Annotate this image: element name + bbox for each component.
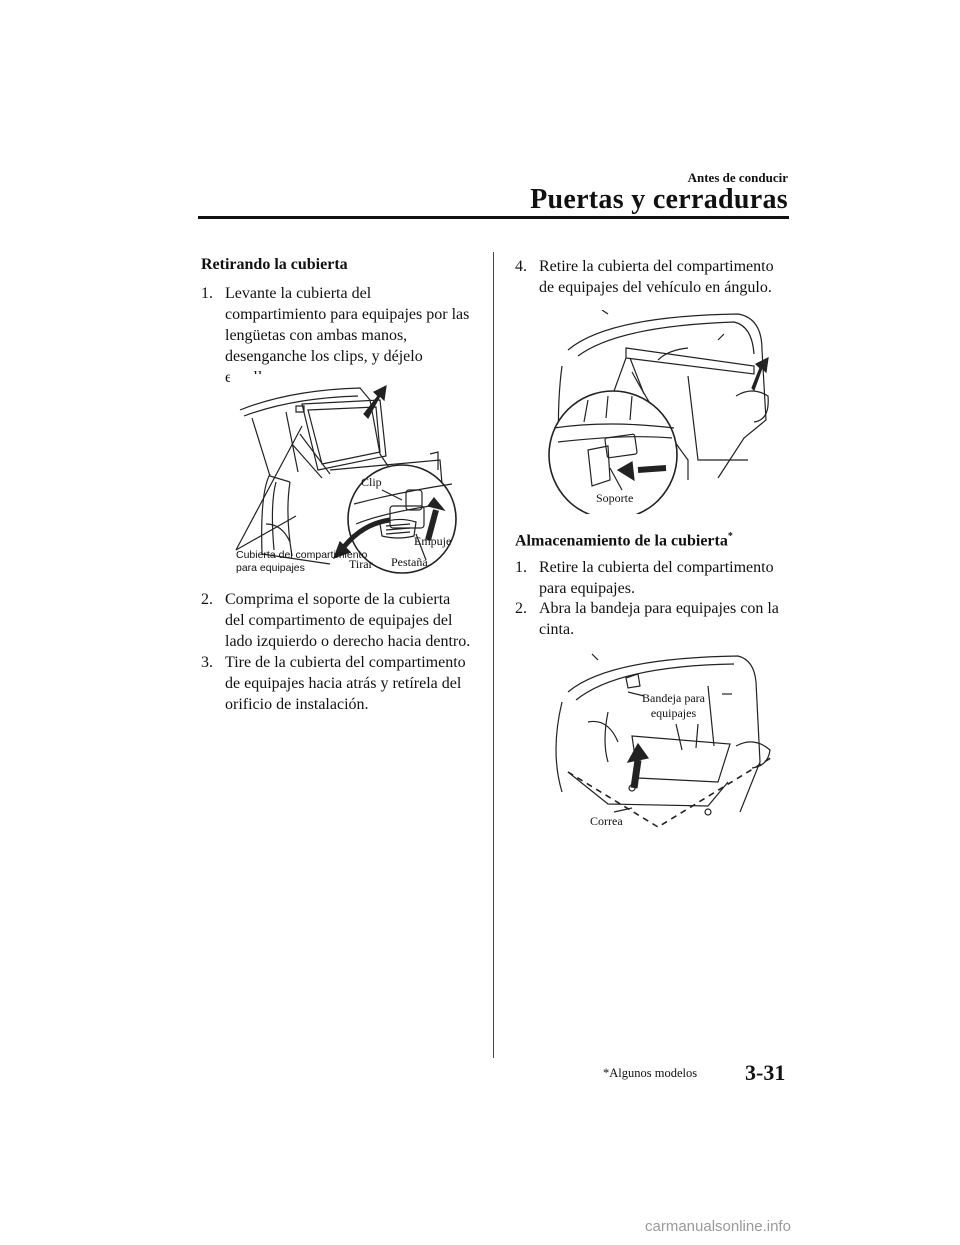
step-text: Abra la bandeja para equipajes con la ci… xyxy=(539,600,779,638)
step-text: Comprima el soporte de la cubierta del c… xyxy=(225,591,471,650)
column-divider xyxy=(493,252,494,1058)
step-number: 1. xyxy=(201,285,213,302)
header-rule xyxy=(198,216,789,219)
watermark: carmanualsonline.info xyxy=(645,1218,791,1235)
chapter-title: Antes de conducir xyxy=(687,170,788,185)
label-soporte: Soporte xyxy=(596,491,634,505)
liftgate-illustration xyxy=(230,374,460,584)
label-tirar: Tirar xyxy=(349,557,373,571)
step-number: 2. xyxy=(201,591,213,608)
step-1-right: 1. Retire la cubierta del compartimento … xyxy=(515,557,785,599)
label-bandeja: Bandeja para equipajes xyxy=(642,691,705,721)
step-3-left: 3. Tire de la cubierta del compartimento… xyxy=(201,652,473,715)
step-text: Levante la cubierta del compartimiento p… xyxy=(225,285,470,386)
luggage-tray-illustration xyxy=(548,652,776,832)
step-text: Retire la cubierta del compartimento par… xyxy=(539,559,774,597)
section-title: Puertas y cerraduras xyxy=(530,184,788,215)
label-pestana: Pestaña xyxy=(391,555,428,569)
label-empuje: Empuje xyxy=(414,534,452,548)
heading-storing-cover: Almacenamiento de la cubierta* xyxy=(515,531,733,550)
label-correa: Correa xyxy=(590,814,623,828)
label-clip: Clip xyxy=(361,475,382,489)
step-2-left: 2. Comprima el soporte de la cubierta de… xyxy=(201,589,473,652)
heading-removing-cover: Retirando la cubierta xyxy=(201,256,348,273)
step-number: 3. xyxy=(201,654,213,671)
step-number: 4. xyxy=(515,258,527,275)
page-number: 3-31 xyxy=(745,1060,786,1085)
step-2-right: 2. Abra la bandeja para equipajes con la… xyxy=(515,598,785,640)
step-4-right: 4. Retire la cubierta del compartimento … xyxy=(515,256,785,298)
label-cubierta-line1: Cubierta del compartimiento xyxy=(236,549,368,561)
figure-remove-angle: Soporte xyxy=(548,310,776,514)
label-bandeja-line2: equipajes xyxy=(650,706,697,720)
remove-angle-illustration xyxy=(548,310,776,514)
step-text: Retire la cubierta del compartimento de … xyxy=(539,258,774,296)
label-bandeja-line1: Bandeja para xyxy=(642,691,705,705)
step-text: Tire de la cubierta del compartimento de… xyxy=(225,654,466,713)
figure-liftgate-cover: Clip Empuje Tirar Pestaña Cubierta del c… xyxy=(230,374,460,584)
step-number: 2. xyxy=(515,600,527,617)
figure-luggage-tray: Bandeja para equipajes Correa xyxy=(548,652,776,832)
some-models-mark: * xyxy=(727,531,733,542)
label-cubierta-line2: para equipajes xyxy=(236,562,305,574)
step-number: 1. xyxy=(515,559,527,576)
label-cubierta: Cubierta del compartimiento para equipaj… xyxy=(236,549,367,575)
step-1-left: 1. Levante la cubierta del compartimient… xyxy=(201,283,473,388)
heading-text: Almacenamiento de la cubierta xyxy=(515,532,728,550)
footnote-some-models: *Algunos modelos xyxy=(603,1066,698,1080)
